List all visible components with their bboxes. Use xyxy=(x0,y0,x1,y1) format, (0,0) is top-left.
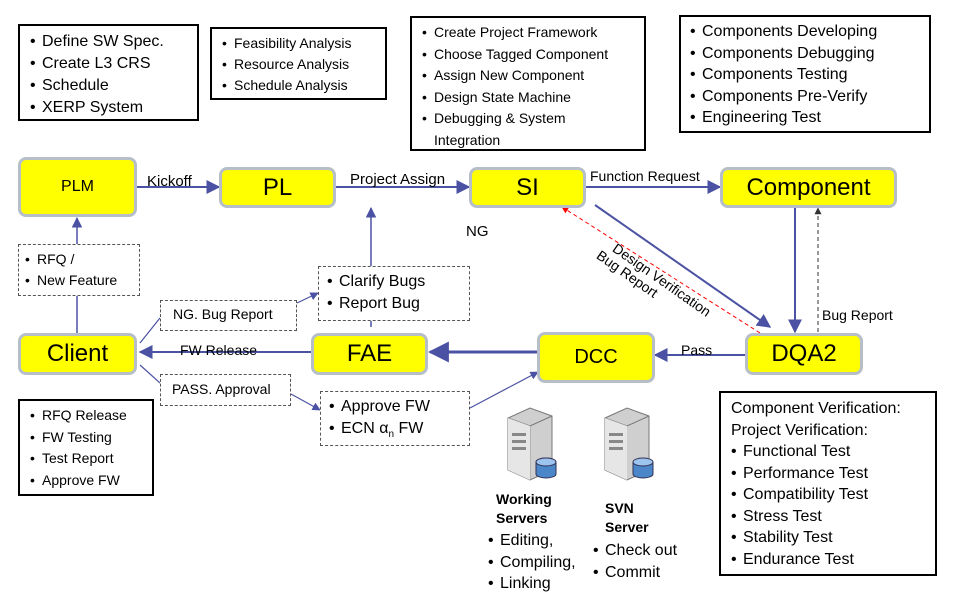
ng-bug-to-fae-arrow xyxy=(296,292,319,304)
design-verification-arrow xyxy=(594,204,772,328)
svn-server-title-line: Server xyxy=(605,519,649,535)
node-plm: PLM xyxy=(18,157,137,217)
node-dcc: DCC xyxy=(537,332,655,383)
component-task-box: Components Developing Components Debuggi… xyxy=(679,15,931,133)
verification-box: Component Verification: Project Verifica… xyxy=(719,391,937,576)
node-client: Client xyxy=(18,333,137,375)
working-server-item: Editing, xyxy=(488,530,576,552)
si-task: Choose Tagged Component xyxy=(422,44,644,66)
fae-approve-task: ECN αn FW xyxy=(329,418,469,446)
svn-server-icon xyxy=(604,407,654,481)
svn-server-item: Commit xyxy=(593,562,677,584)
client-task: Approve FW xyxy=(30,470,152,492)
plm-task-box: Define SW Spec. Create L3 CRS Schedule X… xyxy=(18,24,199,121)
client-task-box: RFQ Release FW Testing Test Report Appro… xyxy=(18,399,154,496)
fae-bug-task: Clarify Bugs xyxy=(327,271,469,293)
pl-task: Schedule Analysis xyxy=(222,75,385,96)
ecn-alpha-text: ECN α xyxy=(341,420,389,437)
fae-bug-box: Clarify Bugs Report Bug xyxy=(318,266,470,321)
node-dqa2: DQA2 xyxy=(745,333,863,375)
working-server-icon xyxy=(507,407,557,481)
client-input-box: RFQ / New Feature xyxy=(18,244,140,296)
si-task: Create Project Framework xyxy=(422,22,644,44)
working-servers-title-line: Servers xyxy=(496,510,548,526)
pass-label: Pass xyxy=(681,342,713,358)
svn-server-title-line: SVN xyxy=(605,500,634,516)
si-task: Debugging & System xyxy=(422,108,644,130)
component-task: Components Debugging xyxy=(690,43,929,65)
client-task: FW Testing xyxy=(30,427,152,449)
fae-bug-task: Report Bug xyxy=(327,293,469,315)
working-servers-title: Working Servers xyxy=(496,490,552,528)
component-task: Components Testing xyxy=(690,64,929,86)
verification-test: Performance Test xyxy=(731,463,935,485)
approve-to-dcc-arrow xyxy=(469,371,539,409)
client-task: Test Report xyxy=(30,448,152,470)
working-server-item: Compiling, xyxy=(488,552,576,574)
fae-approve-box: Approve FW ECN αn FW xyxy=(320,391,470,446)
plm-task: Create L3 CRS xyxy=(30,53,197,75)
kickoff-label: Kickoff xyxy=(147,173,192,190)
working-server-item: Linking xyxy=(488,573,576,595)
client-input: New Feature xyxy=(25,270,139,291)
verification-test: Compatibility Test xyxy=(731,484,935,506)
project-assign-label: Project Assign xyxy=(350,171,446,188)
client-task: RFQ Release xyxy=(30,405,152,427)
svn-server-title: SVN Server xyxy=(605,499,649,537)
ng-bug-report-box: NG. Bug Report xyxy=(160,300,297,331)
function-request-label: Function Request xyxy=(590,168,700,184)
verification-heading: Component Verification: xyxy=(731,400,901,417)
svn-server-list: Check out Commit xyxy=(593,540,677,583)
pl-task-box: Feasibility Analysis Resource Analysis S… xyxy=(210,27,387,100)
node-pl: PL xyxy=(219,167,336,208)
verification-test: Endurance Test xyxy=(731,549,935,571)
si-task: Design State Machine xyxy=(422,87,644,109)
verification-test: Stress Test xyxy=(731,506,935,528)
working-servers-list: Editing, Compiling, Linking xyxy=(488,530,576,595)
plm-task: Define SW Spec. xyxy=(30,31,197,53)
pass-approval-box: PASS. Approval xyxy=(160,374,291,406)
node-si: SI xyxy=(469,167,586,208)
bug-report-right-label: Bug Report xyxy=(822,307,893,323)
ng-label: NG xyxy=(466,223,489,240)
plm-task: Schedule xyxy=(30,75,197,97)
node-component: Component xyxy=(720,167,897,208)
working-servers-title-line: Working xyxy=(496,491,552,507)
fae-approve-task: Approve FW xyxy=(329,396,469,418)
ecn-fw-text: FW xyxy=(398,420,424,437)
si-task: Assign New Component xyxy=(422,65,644,87)
verification-test: Stability Test xyxy=(731,527,935,549)
node-fae: FAE xyxy=(311,333,428,375)
pass-to-fae-arrow xyxy=(290,393,321,411)
client-input: RFQ / xyxy=(25,249,139,270)
client-to-ng-bug-line xyxy=(139,317,161,344)
component-task: Engineering Test xyxy=(690,107,929,129)
si-task-continued: Integration xyxy=(434,131,501,148)
ecn-subscript: n xyxy=(388,429,395,441)
svn-server-item: Check out xyxy=(593,540,677,562)
pl-task: Feasibility Analysis xyxy=(222,33,385,54)
verification-test: Functional Test xyxy=(731,441,935,463)
plm-task: XERP System xyxy=(30,97,197,119)
client-to-pass-line xyxy=(139,364,161,384)
component-task: Components Pre-Verify xyxy=(690,86,929,108)
si-task-box: Create Project Framework Choose Tagged C… xyxy=(410,16,646,151)
fw-release-label: FW Release xyxy=(180,342,258,358)
pl-task: Resource Analysis xyxy=(222,54,385,75)
component-task: Components Developing xyxy=(690,21,929,43)
verification-heading: Project Verification: xyxy=(731,421,868,439)
